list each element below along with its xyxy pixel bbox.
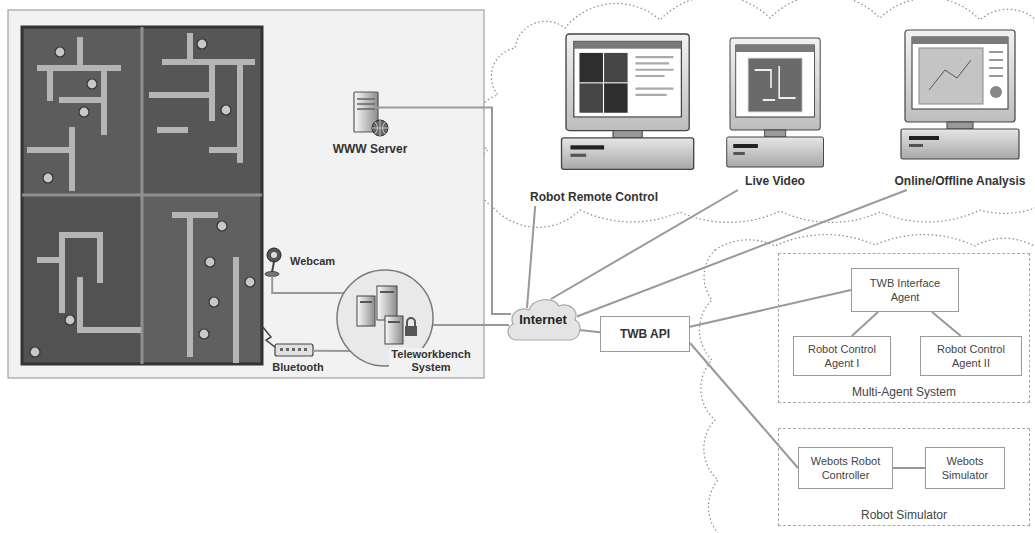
label-holder: Bluetooth xyxy=(268,360,328,374)
lab-panel xyxy=(8,10,484,378)
webcam-label: Webcam xyxy=(290,254,335,268)
monitor-label: Live Video xyxy=(722,174,828,188)
agent-label: Robot Control Agent I xyxy=(798,342,886,370)
server-label: WWW Server xyxy=(328,142,412,156)
label-holder: Multi-Agent System xyxy=(779,385,1029,399)
connector-line xyxy=(690,290,851,327)
label-holder: Robot Remote Control xyxy=(496,190,692,204)
bluetooth-label: Bluetooth xyxy=(268,360,328,374)
connector-line xyxy=(579,330,600,332)
webcam-icon xyxy=(265,248,281,277)
maze-photo xyxy=(22,27,262,364)
api-box: TWB API xyxy=(600,316,690,352)
label-holder: Teleworkbench System xyxy=(389,348,473,374)
connector-line xyxy=(551,190,738,299)
monitor-label: Robot Remote Control xyxy=(496,190,692,204)
webcam-node: Webcam xyxy=(264,246,332,278)
live-video-monitor-icon xyxy=(727,38,824,167)
monitor-node: Robot Remote Control xyxy=(496,28,692,206)
system-group: Robot Simulator Webots Robot Controller We… xyxy=(778,428,1030,526)
agent-box: Robot Control Agent II xyxy=(920,336,1022,376)
bluetooth-node: Bluetooth xyxy=(268,340,328,376)
group-title: Multi-Agent System xyxy=(779,385,1029,399)
connector-line xyxy=(313,350,350,352)
label-holder: WWW Server xyxy=(328,142,412,156)
server-icon xyxy=(354,92,388,136)
simulator-label: Webots Simulator xyxy=(930,454,1000,482)
connector-line xyxy=(852,312,878,336)
server-node: WWW Server xyxy=(328,86,412,158)
internet-label: Internet xyxy=(519,313,567,326)
connector-line xyxy=(690,343,798,468)
teleworkbench-circle: Teleworkbench System xyxy=(335,268,435,368)
agent-box: Robot Control Agent I xyxy=(793,336,891,376)
internet-cloud: Internet xyxy=(503,294,583,344)
connector-line xyxy=(433,324,510,326)
system-group: Multi-Agent System TWB Interface AgentRob… xyxy=(778,253,1030,403)
connector-line xyxy=(932,312,961,336)
connector-line xyxy=(893,467,925,469)
simulator-box: Webots Simulator xyxy=(925,447,1005,489)
simulator-box: Webots Robot Controller xyxy=(798,447,893,489)
client-cloud-region xyxy=(475,0,1035,227)
label-holder: Webcam xyxy=(290,254,335,268)
connector-line xyxy=(272,276,344,293)
simulator-label: Webots Robot Controller xyxy=(803,454,888,482)
bluetooth-device xyxy=(275,344,313,356)
monitor-node: Live Video xyxy=(722,34,828,190)
label-holder: Online/Offline Analysis xyxy=(890,174,1030,188)
label-holder: Live Video xyxy=(722,174,828,188)
monitor-node: Online/Offline Analysis xyxy=(890,24,1030,190)
connector-line xyxy=(527,206,535,308)
agent-cloud-region xyxy=(699,235,1035,533)
api-label: TWB API xyxy=(620,328,670,341)
agent-label: TWB Interface Agent xyxy=(856,276,954,304)
teleworkbench-label: Teleworkbench System xyxy=(389,348,473,374)
agent-label: Robot Control Agent II xyxy=(925,342,1017,370)
analysis-monitor-icon xyxy=(901,30,1019,159)
wireless-bolt xyxy=(262,326,276,348)
agent-box: TWB Interface Agent xyxy=(851,268,959,312)
remote-control-monitor-icon xyxy=(562,34,694,169)
label-holder: Robot Simulator xyxy=(779,508,1029,522)
group-title: Robot Simulator xyxy=(779,508,1029,522)
monitor-label: Online/Offline Analysis xyxy=(890,174,1030,188)
